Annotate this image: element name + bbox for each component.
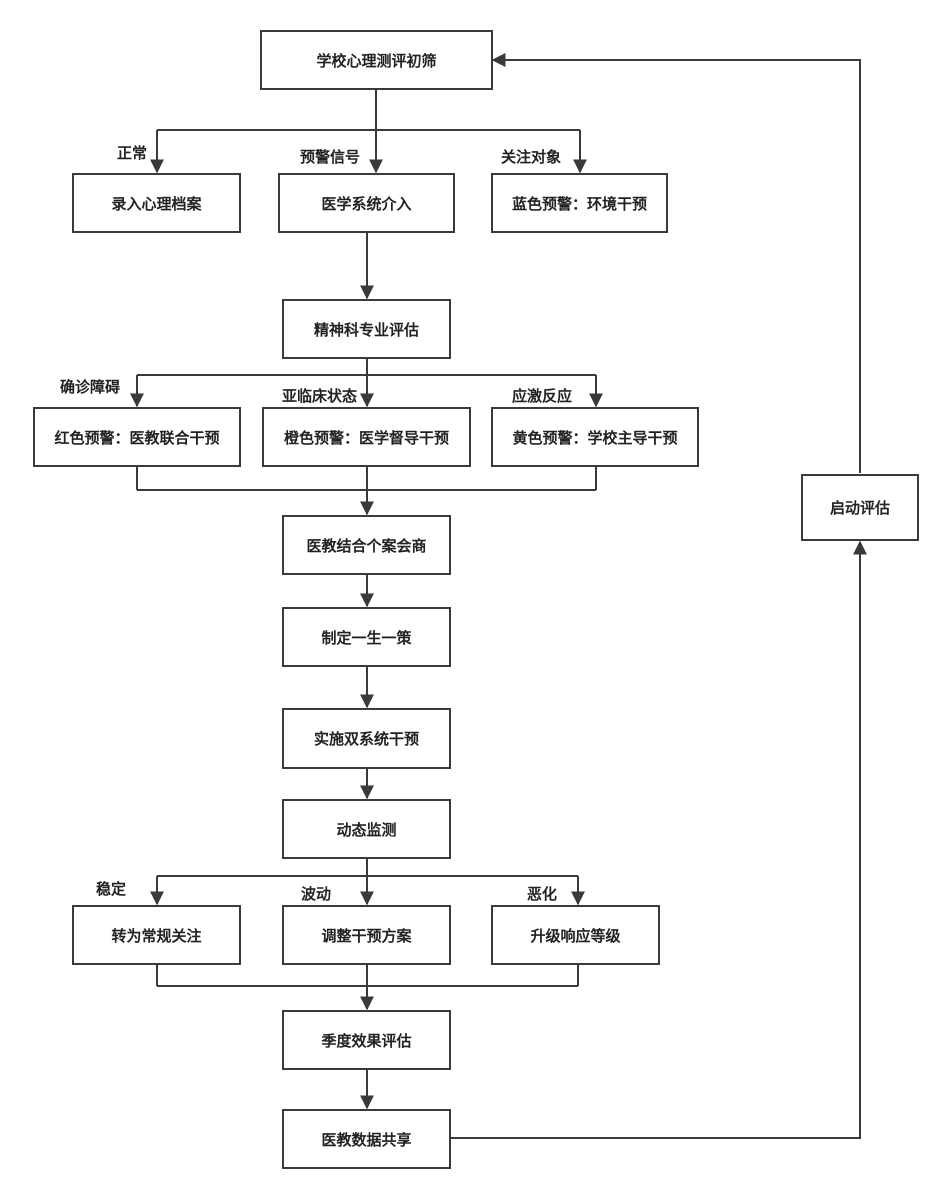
node-implement: 实施双系统干预: [282, 708, 451, 769]
node-adjust: 调整干预方案: [282, 905, 451, 965]
node-psych-eval: 精神科专业评估: [282, 299, 451, 359]
node-archive: 录入心理档案: [72, 173, 241, 233]
node-plan: 制定一生一策: [282, 607, 451, 667]
label-attention: 关注对象: [501, 148, 562, 166]
arrow-to-restart: [451, 540, 867, 1139]
label-diagnosed: 确诊障碍: [60, 378, 121, 396]
node-restart: 启动评估: [801, 474, 919, 541]
node-upgrade: 升级响应等级: [491, 905, 660, 965]
label-worsen: 恶化: [527, 885, 558, 903]
arrow-to-screening: [491, 53, 861, 473]
label-fluctuate: 波动: [301, 885, 332, 903]
node-screening: 学校心理测评初筛: [260, 30, 493, 90]
label-normal: 正常: [117, 144, 148, 162]
node-red-warning: 红色预警：医教联合干预: [33, 407, 241, 467]
node-consult: 医教结合个案会商: [282, 515, 451, 575]
label-subclinical: 亚临床状态: [282, 387, 358, 405]
node-share: 医教数据共享: [282, 1109, 451, 1169]
node-yellow-warning: 黄色预警：学校主导干预: [491, 407, 699, 467]
node-medical: 医学系统介入: [278, 173, 455, 233]
label-warning: 预警信号: [300, 148, 361, 166]
label-stress: 应激反应: [512, 387, 573, 405]
node-orange-warning: 橙色预警：医学督导干预: [262, 407, 471, 467]
node-blue-warning: 蓝色预警：环境干预: [491, 173, 668, 233]
node-monitor: 动态监测: [282, 799, 451, 859]
label-stable: 稳定: [96, 880, 127, 898]
node-routine: 转为常规关注: [72, 905, 241, 965]
node-quarterly: 季度效果评估: [282, 1010, 451, 1070]
